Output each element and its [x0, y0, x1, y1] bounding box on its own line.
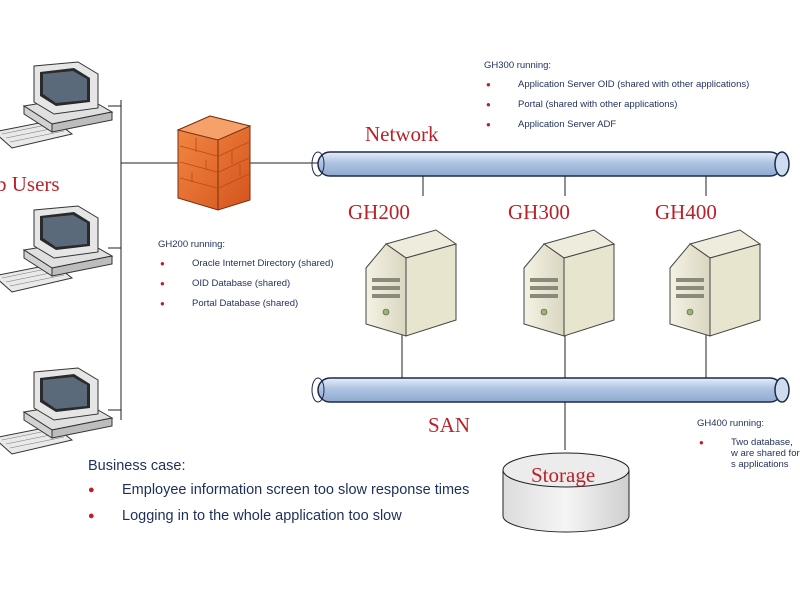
gh400-notes-heading: GH400 running:	[697, 418, 765, 429]
server-gh200-icon	[365, 229, 457, 337]
workstation-icon	[0, 367, 113, 455]
storage-icon	[502, 452, 630, 533]
server-gh400-icon	[669, 229, 761, 337]
server-gh200-label: GH200	[348, 200, 410, 224]
list-item: Application Server ADF	[484, 119, 749, 130]
san-bus-pipe	[311, 377, 790, 403]
server-gh300-label: GH300	[508, 200, 570, 224]
workstation-icon	[0, 61, 113, 149]
web-users-label: b Users	[0, 172, 60, 196]
network-bus-pipe	[311, 151, 790, 177]
list-item: Logging in to the whole application too …	[88, 507, 469, 525]
business-case-heading: Business case:	[88, 458, 186, 474]
storage-label: Storage	[531, 463, 595, 487]
list-item: Portal Database (shared)	[158, 298, 334, 309]
list-item: Portal (shared with other applications)	[484, 99, 749, 110]
server-gh400-label: GH400	[655, 200, 717, 224]
business-case: Business case: Employee information scre…	[88, 458, 469, 533]
gh200-notes: GH200 running: Oracle Internet Directory…	[158, 239, 334, 318]
workstation-icon	[0, 205, 113, 293]
gh300-notes: GH300 running: Application Server OID (s…	[484, 60, 749, 139]
list-item: Employee information screen too slow res…	[88, 481, 469, 499]
gh300-notes-heading: GH300 running:	[484, 60, 552, 71]
list-item: Application Server OID (shared with othe…	[484, 79, 749, 90]
gh400-notes: GH400 running: Two database, w are share…	[697, 418, 800, 479]
list-item: Oracle Internet Directory (shared)	[158, 258, 334, 269]
list-item: OID Database (shared)	[158, 278, 334, 289]
firewall-icon	[176, 115, 252, 211]
list-item: Two database, w are shared for s applica…	[697, 437, 800, 470]
san-label: SAN	[428, 413, 470, 437]
server-gh300-icon	[523, 229, 615, 337]
network-label: Network	[365, 122, 439, 146]
gh200-notes-heading: GH200 running:	[158, 239, 226, 250]
